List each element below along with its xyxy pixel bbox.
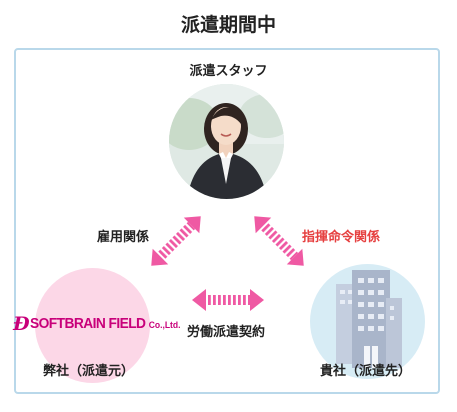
page-title: 派遣期間中 — [180, 14, 276, 36]
command-label: 指揮命令関係 — [302, 230, 381, 245]
logo-suffix: Co.,Ltd. — [148, 320, 181, 330]
diagram-panel — [14, 48, 440, 394]
our-company-label: 弊社（派遣元） — [43, 364, 135, 379]
building-icon — [336, 270, 402, 368]
logo-text: SOFTBRAIN FIELD — [29, 316, 146, 332]
logo-mark: Ð — [13, 313, 30, 335]
employment-label: 雇用関係 — [97, 230, 150, 245]
company-logo: ÐSOFTBRAIN FIELD Co.,Ltd. — [13, 313, 188, 335]
staff-label: 派遣スタッフ — [189, 64, 268, 79]
staff-photo — [169, 84, 284, 199]
contract-arrow — [192, 289, 264, 311]
contract-label: 労働派遣契約 — [187, 325, 266, 340]
our-company-circle — [35, 268, 150, 383]
command-arrow — [254, 216, 304, 266]
client-company-label: 貴社（派遣先） — [320, 364, 412, 379]
client-company-circle — [310, 264, 425, 379]
employment-arrow — [151, 216, 201, 266]
